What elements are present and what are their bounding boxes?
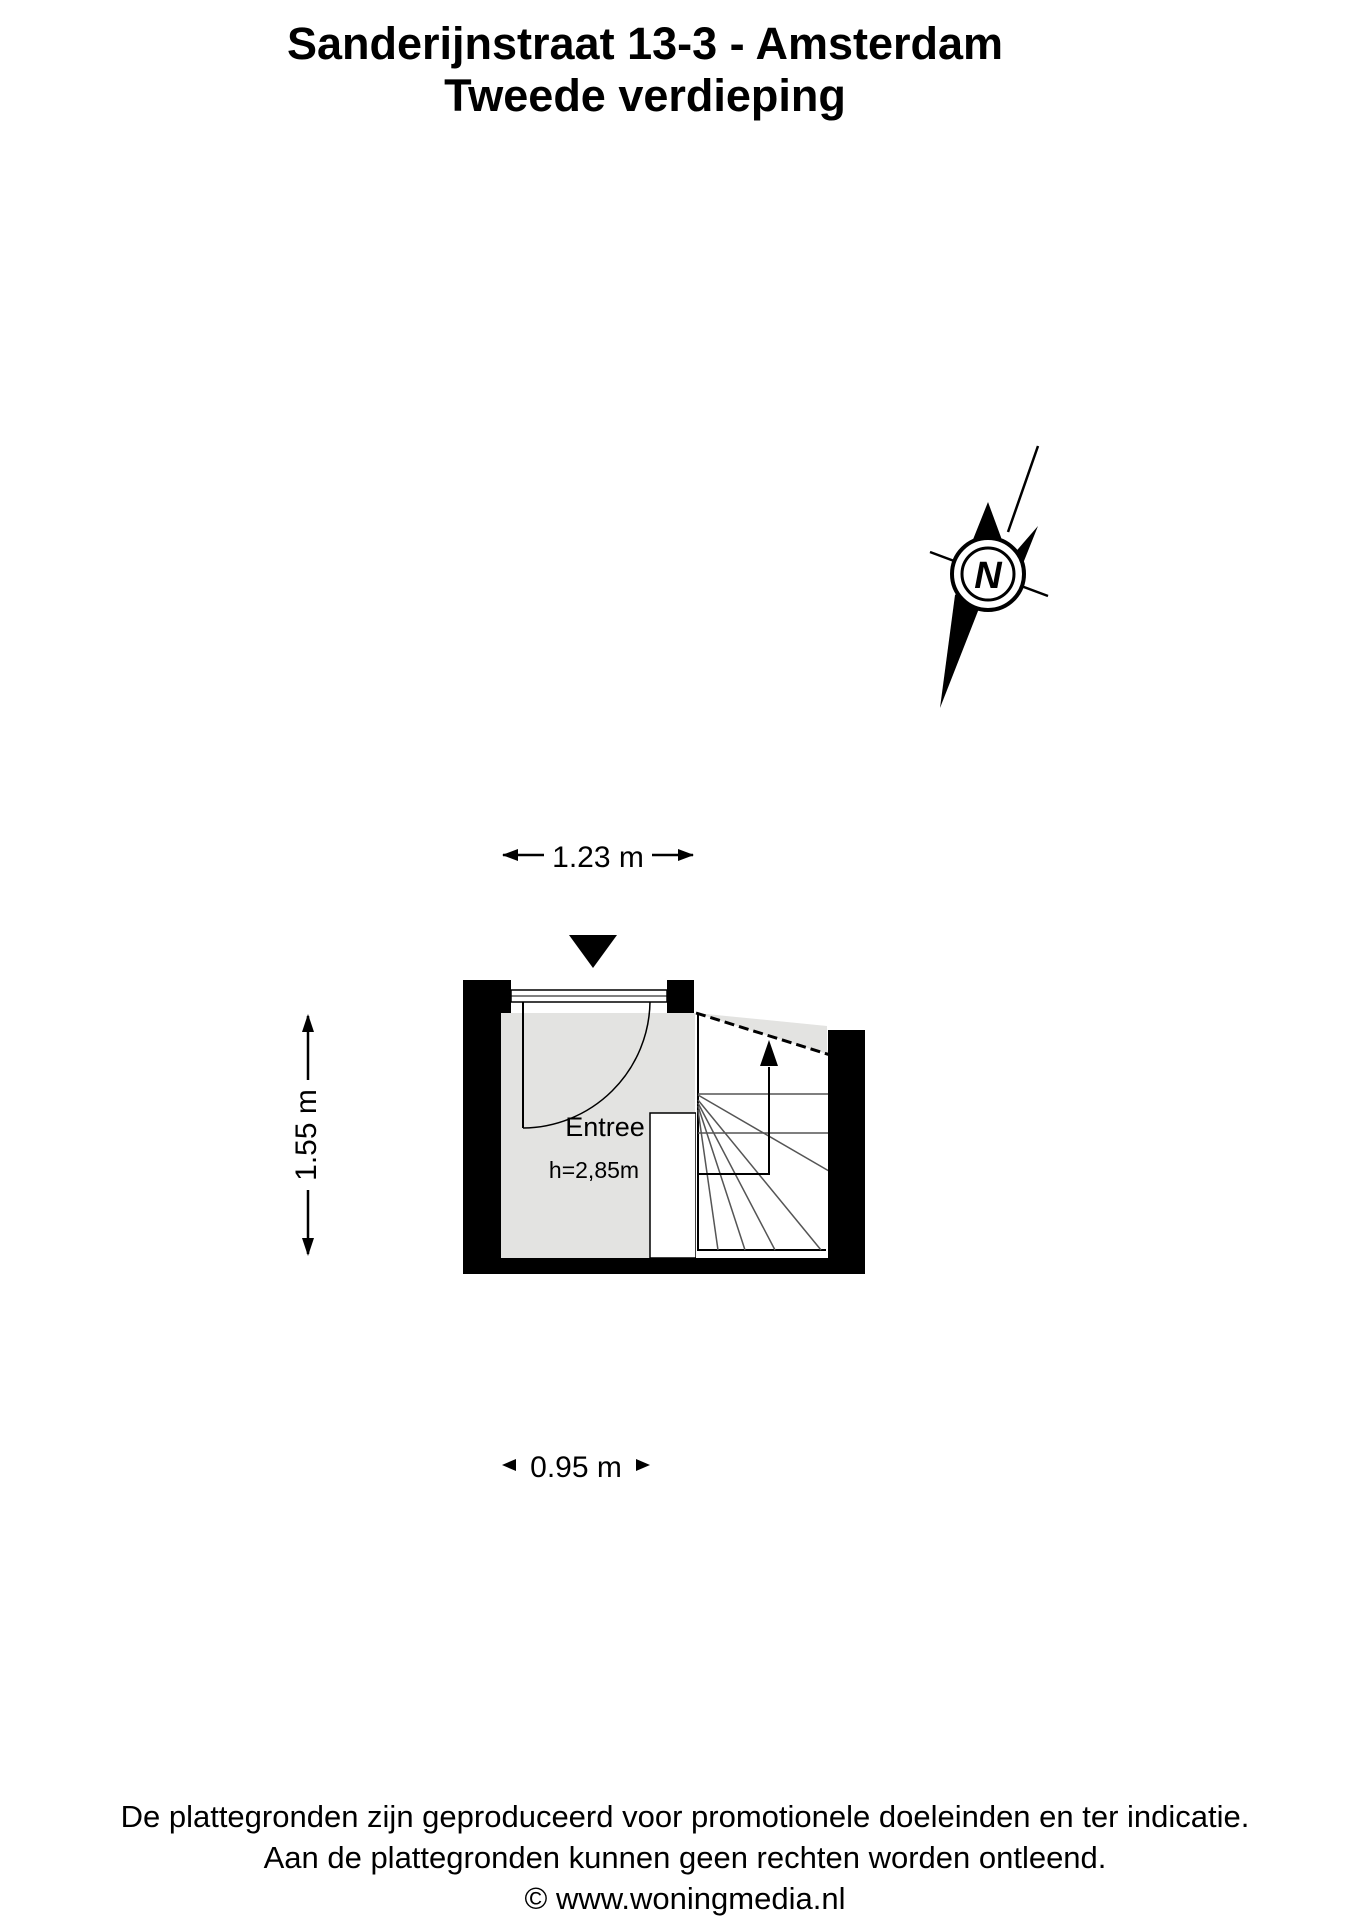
page-title: Sanderijnstraat 13-3 - Amsterdam: [286, 18, 1004, 69]
wall-top-left: [463, 980, 511, 1013]
wall-bottom: [463, 1258, 865, 1274]
dimension-bottom: 0.95 m: [502, 1451, 650, 1484]
arrow-right-icon: [636, 1459, 650, 1471]
floor-title: Tweede verdieping: [444, 70, 846, 121]
entrance-door: [510, 989, 668, 1129]
door-swing-arc: [522, 1001, 651, 1129]
room-name: Entree: [565, 1112, 645, 1142]
wall-top-right: [667, 980, 694, 1013]
copyright: © www.woningmedia.nl: [524, 1881, 846, 1916]
room-height: h=2,85m: [549, 1157, 639, 1183]
arrow-left-icon: [502, 849, 518, 861]
disclaimer-line-1: De plattegronden zijn geproduceerd voor …: [120, 1799, 1250, 1834]
dimension-left-label: 1.55 m: [290, 1089, 323, 1181]
stair-outline: [697, 1013, 826, 1251]
compass: N: [929, 445, 1049, 708]
wall-right: [828, 1030, 865, 1274]
stair-landing: [649, 1112, 697, 1259]
arrow-up-icon: [302, 1014, 314, 1032]
dimension-left: 1.55 m: [290, 1014, 323, 1256]
disclaimer-line-2: Aan de plattegronden kunnen geen rechten…: [263, 1840, 1107, 1875]
stair-cut-line: [695, 1011, 841, 1060]
dimension-bottom-label: 0.95 m: [530, 1451, 622, 1484]
walls: [463, 980, 865, 1274]
wall-left: [463, 980, 501, 1274]
compass-north-line: [1006, 445, 1040, 533]
arrow-left-icon: [502, 1459, 516, 1471]
arrow-down-icon: [302, 1238, 314, 1256]
stair-walk-line: [698, 1067, 770, 1175]
entrance-marker-icon: [569, 935, 617, 968]
stair-arrow-up-icon: [760, 1040, 778, 1066]
arrow-right-icon: [678, 849, 694, 861]
dimension-top-label: 1.23 m: [552, 841, 644, 874]
staircase: [695, 1011, 842, 1258]
compass-label: N: [974, 555, 1003, 597]
dimension-top: 1.23 m: [502, 841, 694, 874]
compass-inner-ring: [960, 546, 1016, 602]
